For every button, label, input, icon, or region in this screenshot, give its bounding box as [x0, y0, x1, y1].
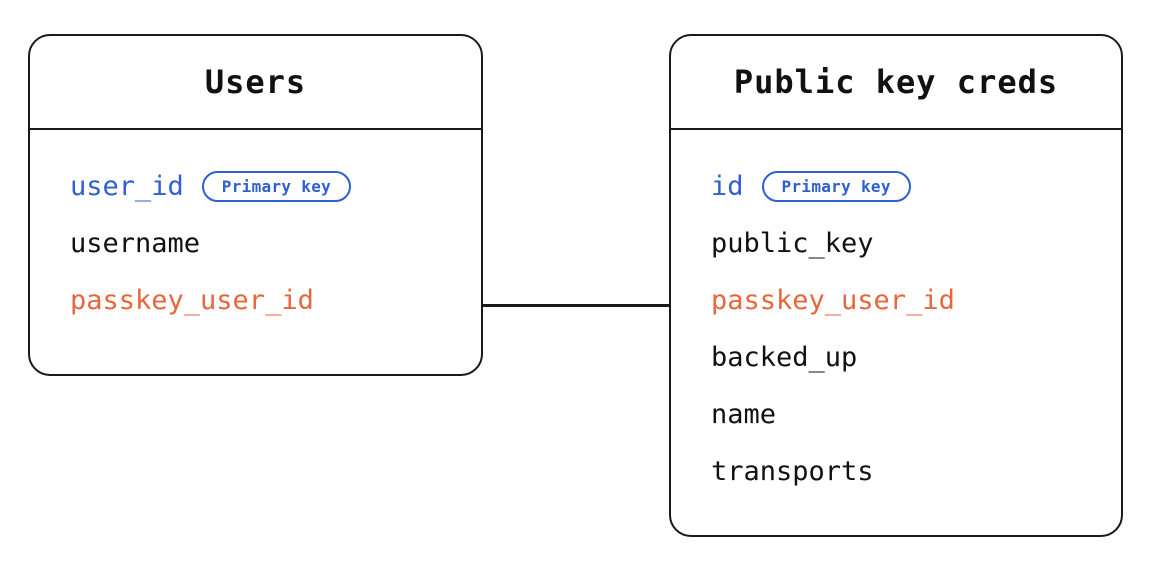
- field-row-id[interactable]: id Primary key: [711, 158, 1121, 215]
- field-row-username[interactable]: username: [70, 215, 481, 272]
- entity-users[interactable]: Users user_id Primary key username passk…: [28, 34, 483, 376]
- field-name-passkey-user-id: passkey_user_id: [70, 285, 314, 316]
- field-name-backed-up: backed_up: [711, 342, 858, 373]
- field-row-backed-up[interactable]: backed_up: [711, 329, 1121, 386]
- entity-public-key-creds-header: Public key creds: [671, 36, 1121, 130]
- field-row-passkey-user-id[interactable]: passkey_user_id: [70, 272, 481, 329]
- field-row-user-id[interactable]: user_id Primary key: [70, 158, 481, 215]
- field-name-username: username: [70, 228, 201, 259]
- relationship-connector-passkey-user-id: [481, 304, 671, 307]
- field-row-name[interactable]: name: [711, 386, 1121, 443]
- entity-users-title: Users: [204, 63, 307, 101]
- field-name-passkey-user-id: passkey_user_id: [711, 285, 955, 316]
- field-name-user-id: user_id: [70, 171, 184, 202]
- primary-key-badge: Primary key: [761, 171, 911, 202]
- entity-users-header: Users: [30, 36, 481, 130]
- entity-public-key-creds-fields: id Primary key public_key passkey_user_i…: [671, 130, 1121, 500]
- field-name-transports: transports: [711, 456, 874, 487]
- field-row-passkey-user-id[interactable]: passkey_user_id: [711, 272, 1121, 329]
- field-name-name: name: [711, 399, 777, 430]
- field-row-transports[interactable]: transports: [711, 443, 1121, 500]
- entity-public-key-creds[interactable]: Public key creds id Primary key public_k…: [669, 34, 1123, 537]
- entity-users-fields: user_id Primary key username passkey_use…: [30, 130, 481, 329]
- field-row-public-key[interactable]: public_key: [711, 215, 1121, 272]
- field-name-id: id: [711, 171, 744, 202]
- primary-key-badge: Primary key: [201, 171, 352, 202]
- entity-public-key-creds-title: Public key creds: [733, 63, 1059, 101]
- field-name-public-key: public_key: [711, 228, 874, 259]
